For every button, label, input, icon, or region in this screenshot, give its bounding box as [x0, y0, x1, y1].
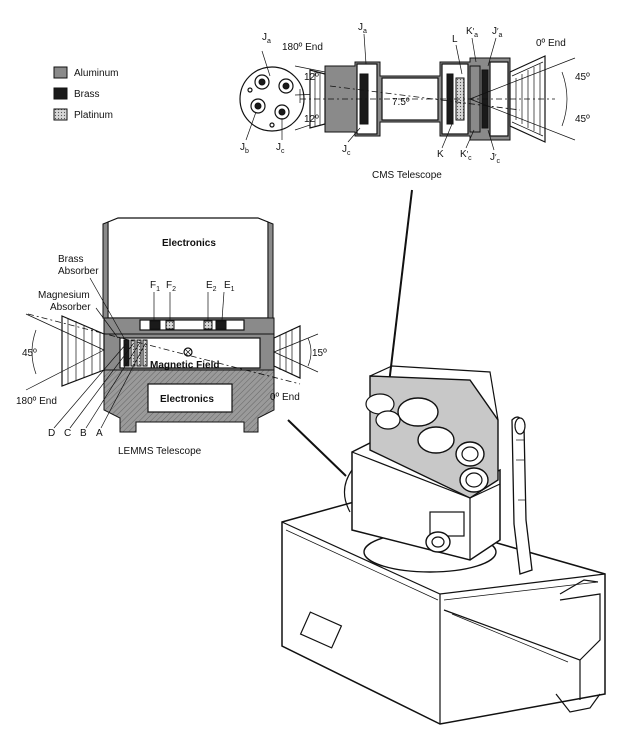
- lecp-instrument-illustration: [281, 365, 606, 725]
- cms-label-ja-mid: Ja: [358, 22, 367, 35]
- cms-angle-45-bottom: 45º: [575, 114, 590, 125]
- lemms-sensor-head: Magnetic Field: [103, 317, 275, 371]
- cms-label-ja-left: Ja: [262, 32, 271, 45]
- lemms-telescope-caption: LEMMS Telescope: [118, 446, 202, 457]
- cms-180-end-label: 180º End: [282, 42, 323, 53]
- lemms-detector-a: A: [96, 428, 103, 439]
- lemms-detector-f1: F1: [150, 280, 160, 293]
- legend-label-brass: Brass: [74, 89, 100, 100]
- legend-item-platinum: Platinum: [53, 108, 113, 121]
- cms-label-jb: Jb: [240, 142, 249, 155]
- lemms-magnetic-field-label: Magnetic Field: [150, 360, 219, 371]
- aluminum-swatch: [53, 66, 68, 79]
- lemms-right-collimator: [273, 325, 301, 379]
- cms-label-jprime-a: J′a: [492, 26, 503, 39]
- cms-label-jprime-c: J′c: [490, 152, 501, 165]
- lemms-electronics-bottom-label: Electronics: [160, 394, 214, 405]
- legend-item-aluminum: Aluminum: [53, 66, 118, 79]
- legend-label-aluminum: Aluminum: [74, 68, 118, 79]
- lemms-detector-b: B: [80, 428, 87, 439]
- cms-angle-12-top: 12º: [304, 72, 319, 83]
- lemms-0-end-label: 0º End: [270, 392, 300, 403]
- lemms-leader-line: [287, 419, 347, 477]
- cms-angle-45-top: 45º: [575, 72, 590, 83]
- cms-label-L: L: [452, 34, 458, 45]
- instrument-housing: [343, 365, 501, 561]
- cms-leader-line: [387, 189, 413, 393]
- legend-item-brass: Brass: [53, 87, 100, 100]
- lemms-left-collimator: [61, 315, 105, 387]
- lemms-angle-15: 15º: [312, 348, 327, 359]
- brass-swatch: [53, 87, 68, 100]
- lemms-electronics-top-label: Electronics: [162, 238, 216, 249]
- lemms-detector-d: D: [48, 428, 55, 439]
- lemms-detector-e2: E2: [206, 280, 217, 293]
- cms-telescope-caption: CMS Telescope: [372, 170, 442, 181]
- cms-angle-7-5: 7.5º: [392, 97, 410, 108]
- cms-label-K: K: [437, 149, 444, 160]
- lemms-brass-absorber-line2: Absorber: [58, 266, 99, 277]
- legend-label-platinum: Platinum: [74, 110, 113, 121]
- lemms-magnesium-absorber-line1: Magnesium: [38, 290, 90, 301]
- lemms-magnesium-absorber-line2: Absorber: [50, 302, 91, 313]
- lemms-detector-e1: E1: [224, 280, 235, 293]
- platinum-swatch: [53, 108, 68, 121]
- material-legend: Aluminum Brass Platinum: [53, 66, 118, 121]
- lemms-angle-45: 45º: [22, 348, 37, 359]
- instrument-mast: [511, 416, 533, 575]
- lemms-electronics-top: Electronics: [102, 217, 274, 319]
- cms-0-end-label: 0º End: [536, 38, 566, 49]
- cms-label-jc-left: Jc: [276, 142, 285, 155]
- lemms-180-end-label: 180º End: [16, 396, 57, 407]
- lemms-telescope-diagram: Electronics Magnetic Field Electronics: [16, 217, 347, 477]
- cms-angle-12-bottom: 12º: [304, 114, 319, 125]
- lemms-detector-f2: F2: [166, 280, 176, 293]
- cms-label-jc-mid: Jc: [342, 144, 351, 157]
- lemms-brass-absorber-line1: Brass: [58, 254, 84, 265]
- lemms-detector-c: C: [64, 428, 71, 439]
- cms-label-kprime-a: K′a: [466, 26, 478, 39]
- lemms-electronics-bottom: Electronics: [103, 369, 275, 433]
- cms-end-view: [239, 50, 305, 141]
- cms-telescope-diagram: Ja Jb Jc 180º End 12º 12º 7.5º Ja Jc L K…: [239, 22, 590, 393]
- cms-label-kprime-c: K′c: [460, 149, 472, 162]
